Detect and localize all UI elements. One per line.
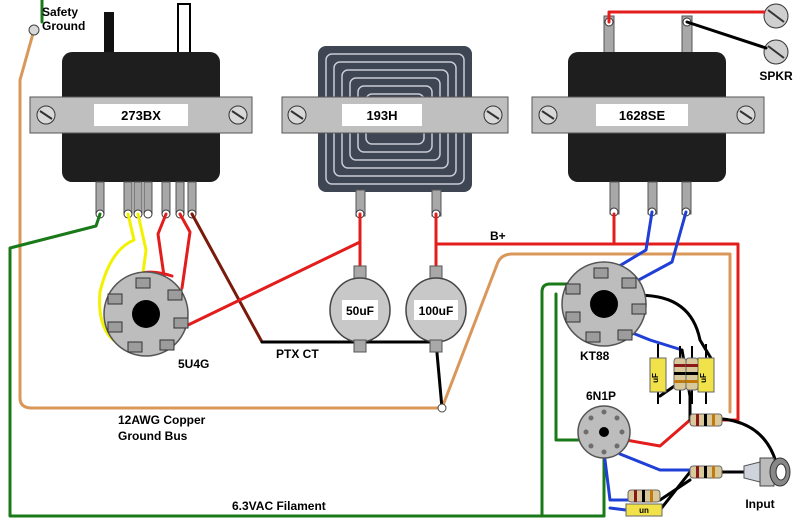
filament-label: 6.3VAC Filament — [232, 499, 326, 513]
rectifier-label: 5U4G — [178, 357, 209, 371]
power-tube-label: KT88 — [580, 349, 610, 363]
small-cap-1-label: uF — [651, 373, 660, 383]
output-transformer-label: 1628SE — [619, 108, 666, 123]
output-transformer: 1628SE — [531, 15, 765, 217]
choke-label: 193H — [366, 108, 397, 123]
safety-ground-label-line2: Ground — [42, 19, 85, 33]
safety-ground-label-line1: Safety — [42, 5, 78, 19]
ground-bus-label-line1: 12AWG Copper — [118, 413, 206, 427]
input-jack: Input — [743, 457, 791, 511]
capacitor-100uf: 100uF — [405, 265, 467, 353]
driver-tube-label: 6N1P — [586, 389, 616, 403]
power-transformer: 273BX — [29, 3, 253, 219]
safety-ground-lug — [28, 24, 40, 36]
small-cap-3-label: un — [639, 506, 649, 515]
power-transformer-label: 273BX — [121, 108, 161, 123]
ground-bus-label-line2: Ground Bus — [118, 429, 188, 443]
capacitor-100uf-label: 100uF — [419, 304, 454, 318]
power-tube-socket: KT88 — [561, 261, 647, 363]
choke-transformer: 193H — [281, 46, 509, 219]
capacitor-50uf: 50uF — [329, 265, 391, 353]
bplus-label: B+ — [490, 229, 506, 243]
speaker-terminals: SPKR — [759, 3, 793, 83]
rectifier-socket: 5U4G — [103, 271, 209, 371]
small-components: uF uF un — [625, 344, 723, 517]
input-label: Input — [745, 497, 774, 511]
small-cap-2-label: uF — [699, 373, 708, 383]
spkr-label: SPKR — [759, 69, 793, 83]
driver-tube-socket: 6N1P — [577, 389, 631, 459]
ground-lug — [437, 403, 447, 413]
capacitor-50uf-label: 50uF — [346, 304, 374, 318]
ptx-ct-label: PTX CT — [276, 347, 319, 361]
